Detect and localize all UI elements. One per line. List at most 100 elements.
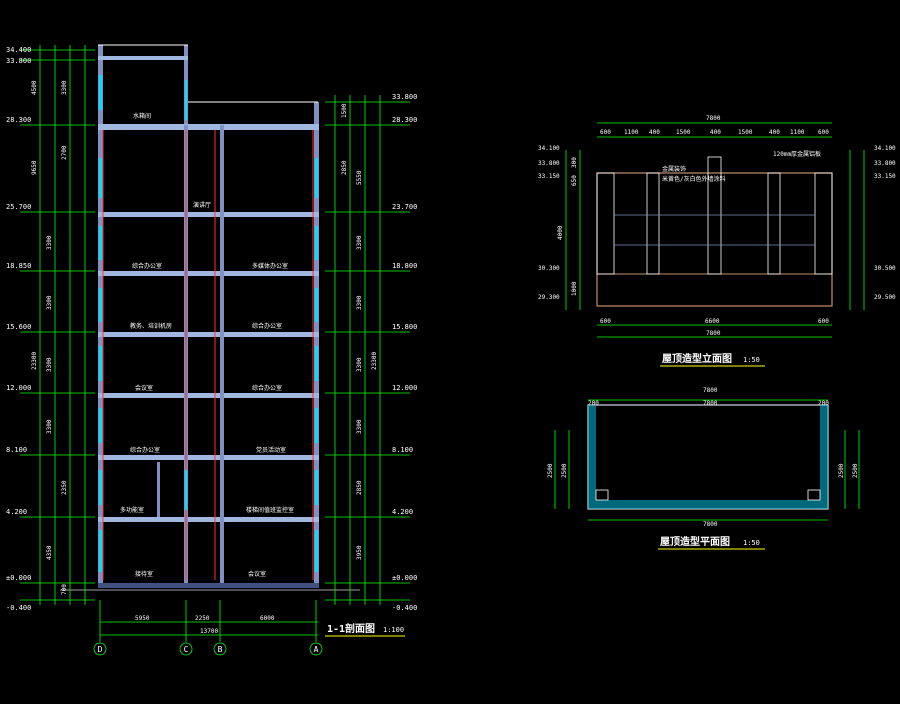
re-el-r2: 33.800 (874, 160, 896, 167)
roof-plan-text: 200 7800 200 7800 7800 2500 2500 2500 25… (547, 387, 859, 528)
rdim-3: 5550 (356, 170, 363, 185)
roof-plan-pier-left (595, 489, 609, 501)
re-top-8: 1100 (790, 129, 805, 136)
re-el-r5: 29.500 (874, 294, 896, 301)
window-r-3 (315, 288, 318, 322)
section-1-1: 34.400 33.800 28.300 25.700 18.850 15.60… (6, 44, 417, 656)
re-note-3: 120mm厚金属铝板 (773, 150, 821, 158)
re-top-6: 1500 (738, 129, 753, 136)
window-r-2 (315, 226, 318, 260)
re-el-l2: 33.800 (538, 160, 560, 167)
ldim-2: 3300 (61, 80, 68, 95)
elev-l-10: ±0.000 (6, 574, 31, 582)
rp-side-r: 2500 (838, 463, 845, 478)
axis-label-a: A (314, 645, 319, 654)
section-title: 1-1剖面图 (327, 622, 375, 635)
elev-l-1: 34.400 (6, 46, 31, 54)
re-top-5: 400 (710, 129, 721, 136)
axis-bubble-c (179, 642, 193, 656)
elev-l-3: 28.300 (6, 116, 31, 124)
elev-r-8: 4.200 (392, 508, 413, 516)
bdim-2: 2250 (195, 615, 210, 622)
rp-top-3: 200 (818, 400, 829, 407)
re-top-2: 1100 (624, 129, 639, 136)
re-note-1: 金属装饰 (662, 165, 686, 173)
bdim-total: 13700 (200, 628, 218, 635)
right-dimension-lines (334, 95, 381, 605)
pillar-2 (646, 172, 660, 275)
room-2: 演讲厅 (193, 201, 211, 209)
ldim-6: 3300 (46, 295, 53, 310)
room-8: 综合办公室 (252, 384, 282, 392)
re-el-l1: 34.100 (538, 145, 560, 152)
roof-plan-dims (554, 399, 860, 521)
room-13: 接待室 (135, 570, 153, 578)
roof-elev-text: 7800 600 1100 400 1500 400 1500 400 1100… (538, 115, 896, 337)
right-story-dims: 1500 2850 5550 3300 3300 3300 3300 2850 … (341, 103, 378, 560)
re-top-total: 7800 (706, 115, 721, 122)
slab-5 (98, 271, 319, 276)
window-l-6 (99, 408, 102, 443)
elev-r-6: 12.000 (392, 384, 417, 392)
re-top-9: 600 (818, 129, 829, 136)
window-l-1 (99, 75, 102, 110)
window-r-6 (315, 470, 318, 505)
re-side-4: 1000 (571, 281, 578, 296)
room-11: 多功能室 (120, 506, 144, 514)
re-el-l3: 33.150 (538, 173, 560, 180)
room-4: 多媒体办公室 (252, 262, 288, 270)
window-r-4 (315, 346, 318, 381)
re-bot-1: 600 (600, 318, 611, 325)
window-l-2 (99, 158, 102, 198)
axis-label-b: B (218, 645, 223, 654)
elev-r-7: 8.100 (392, 446, 413, 454)
left-elevation-labels: 34.400 33.800 28.300 25.700 18.850 15.60… (6, 46, 31, 612)
rdim-6: 3300 (356, 357, 363, 372)
elev-l-8: 8.100 (6, 446, 27, 454)
bdim-1: 5950 (135, 615, 150, 622)
roof-plan-pier-right (807, 489, 821, 501)
roof-elev-base (596, 273, 833, 307)
re-top-1: 600 (600, 129, 611, 136)
slab-roof (98, 124, 319, 130)
roof-plan-wall (588, 405, 828, 509)
right-dim-ticks (325, 101, 410, 601)
roof-plan: 200 7800 200 7800 7800 2500 2500 2500 25… (547, 387, 860, 550)
axis-bubble-d (93, 642, 107, 656)
ground-hatch (98, 583, 319, 588)
elev-l-5: 18.850 (6, 262, 31, 270)
roof-plan-scale: 1:50 (743, 539, 760, 547)
room-10: 党员活动室 (256, 446, 286, 454)
rp-bot-total: 7800 (703, 521, 718, 528)
elev-r-2: 28.300 (392, 116, 417, 124)
slab-6 (98, 212, 319, 217)
axis-bubble-a (309, 642, 323, 656)
re-el-l4: 30.300 (538, 265, 560, 272)
slab-3 (98, 393, 319, 398)
rdim-1: 1500 (341, 103, 348, 118)
left-story-dims: 4500 3300 2700 9650 3300 3300 3300 3300 … (31, 80, 68, 595)
rp-top-1: 200 (588, 400, 599, 407)
room-7: 会议室 (135, 384, 153, 392)
room-1: 水箱间 (133, 112, 151, 120)
section-scale: 1:100 (383, 626, 404, 634)
room-14: 会议室 (248, 570, 266, 578)
elev-r-9: ±0.000 (392, 574, 417, 582)
roof-plan-outer (587, 404, 829, 510)
elev-l-11: -0.400 (6, 604, 31, 612)
column-stair (157, 462, 160, 517)
pillar-5 (814, 172, 833, 275)
re-bot-total: 7800 (706, 330, 721, 337)
ldim-9: 2350 (61, 480, 68, 495)
pillar-1 (596, 172, 615, 275)
re-el-r3: 33.150 (874, 173, 896, 180)
window-l-5 (99, 346, 102, 381)
interior-columns (157, 125, 224, 583)
roof-elevation-title: 屋顶造型立面图 (662, 352, 732, 365)
rdim-7: 3300 (356, 419, 363, 434)
left-dimension-lines (39, 45, 86, 605)
slab-2 (98, 455, 319, 460)
rdim-2: 2850 (341, 160, 348, 175)
roof-elev-bands (614, 214, 815, 246)
